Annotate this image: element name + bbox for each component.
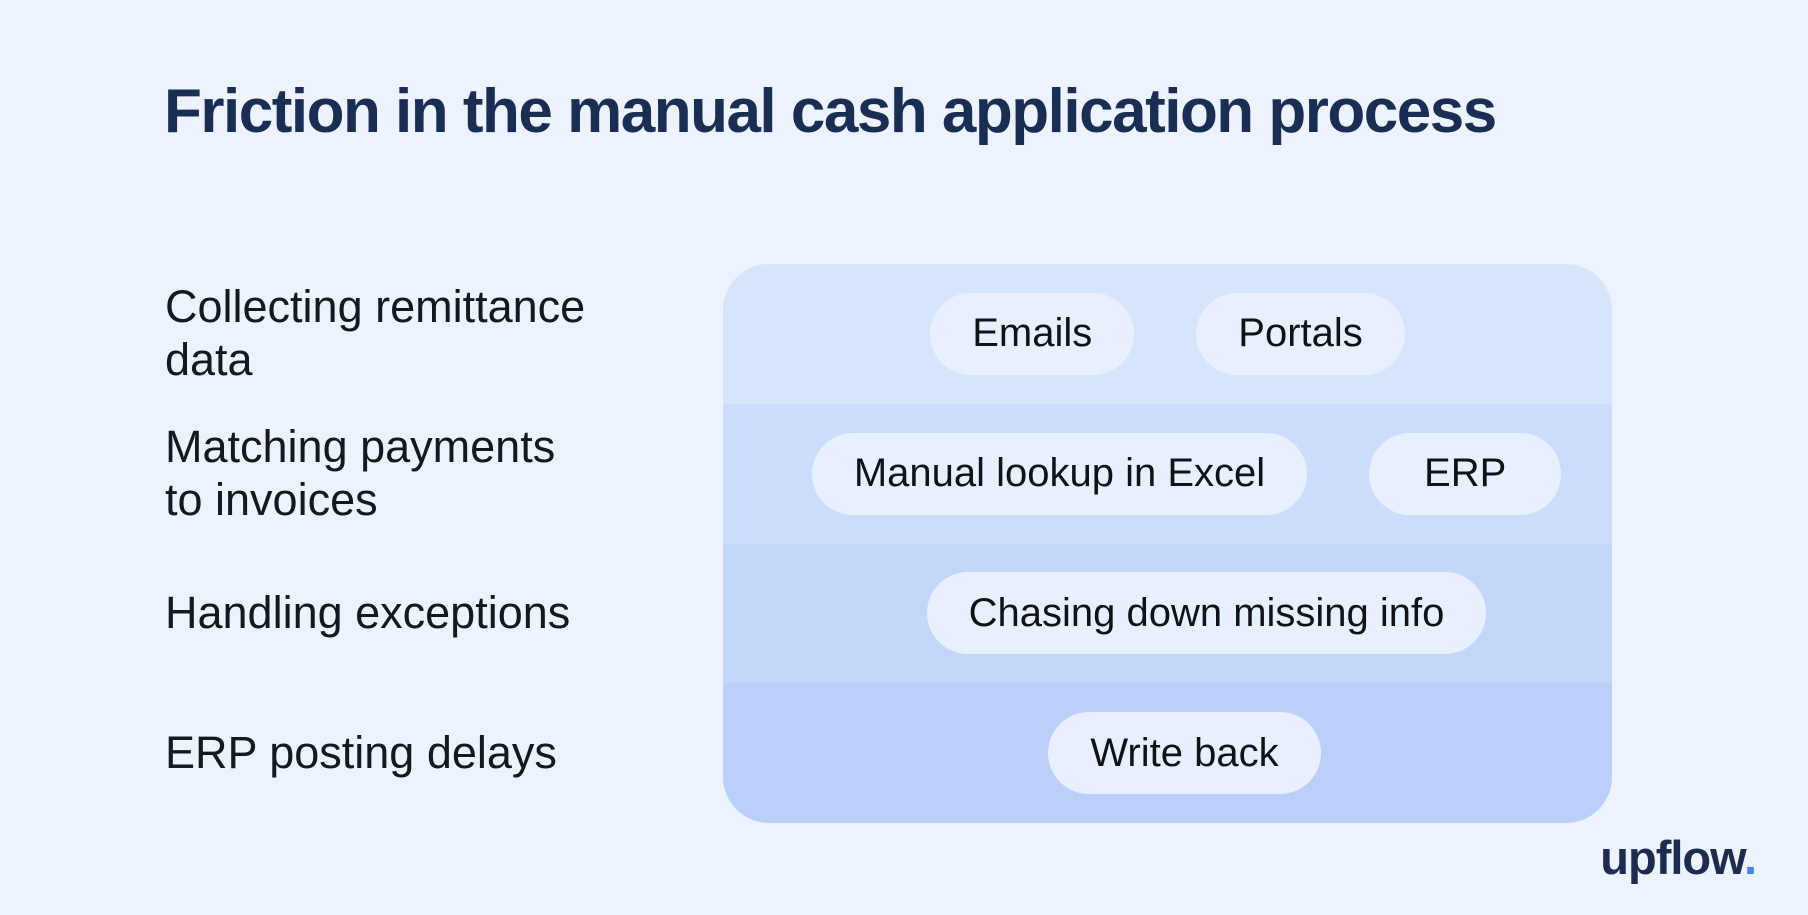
label-handling-exceptions: Handling exceptions <box>165 587 571 639</box>
page-title: Friction in the manual cash application … <box>164 77 1497 146</box>
panel-band-matching: Manual lookup in Excel ERP <box>723 403 1612 544</box>
pill-emails: Emails <box>930 292 1135 375</box>
panel-band-posting: Write back <box>723 683 1612 823</box>
pill-manual-lookup-excel: Manual lookup in Excel <box>811 432 1308 515</box>
panel-band-exceptions: Chasing down missing info <box>723 543 1612 684</box>
process-panel: Emails Portals Manual lookup in Excel ER… <box>723 264 1612 823</box>
pill-portals: Portals <box>1196 292 1405 375</box>
pill-group-exceptions: Chasing down missing info <box>926 572 1487 655</box>
pill-group-matching: Manual lookup in Excel ERP <box>811 432 1562 515</box>
upflow-logo-dot: . <box>1743 831 1757 884</box>
upflow-logo-text: upflow <box>1600 831 1745 884</box>
friction-labels-column: Collecting remittance data Matching paym… <box>165 264 665 823</box>
pill-chasing-missing-info: Chasing down missing info <box>926 572 1487 655</box>
label-collecting-remittance-data: Collecting remittance data <box>165 281 586 385</box>
panel-band-collecting: Emails Portals <box>723 264 1612 404</box>
pill-write-back: Write back <box>1048 712 1321 795</box>
pill-erp: ERP <box>1369 432 1562 515</box>
pill-group-posting: Write back <box>1048 712 1321 795</box>
label-matching-payments-to-invoices: Matching payments to invoices <box>165 420 556 525</box>
pill-group-collecting: Emails Portals <box>930 292 1405 375</box>
label-erp-posting-delays: ERP posting delays <box>165 726 557 778</box>
upflow-logo: upflow. <box>1600 830 1757 885</box>
